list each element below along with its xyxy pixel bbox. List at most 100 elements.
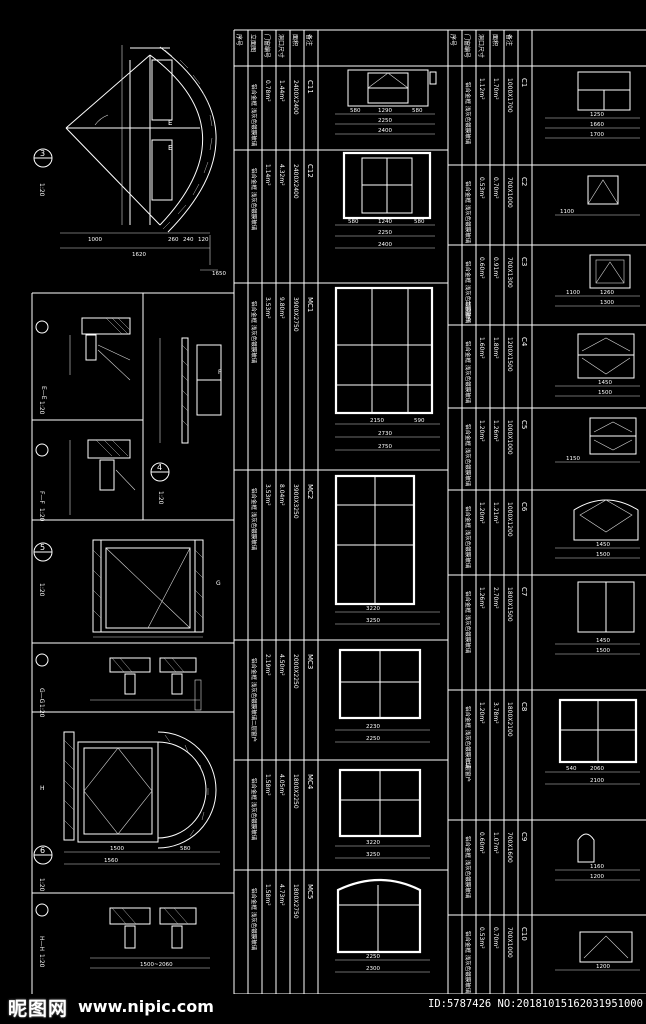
mc4-dim-0: 3220	[366, 840, 380, 846]
right-row-size-3: 1200X1500	[506, 337, 513, 372]
right-row-code-7: C8	[520, 702, 528, 711]
c11-dim-0: 580	[350, 108, 361, 114]
right-row-area2-0: 1.12m²	[478, 78, 485, 100]
c9-dim-1: 1200	[590, 874, 604, 880]
mc3-dim-0: 2230	[366, 724, 380, 730]
mid-row-size-0: 2400X2400	[292, 80, 299, 115]
mc1-dim-3: 2750	[378, 444, 392, 450]
right-row-code-3: C4	[520, 337, 528, 347]
dim-1650: 1650	[212, 271, 226, 277]
c7-dim-1: 1500	[596, 648, 610, 654]
c8-dim-0: 2060	[590, 766, 604, 772]
right-row-code-4: C5	[520, 420, 528, 429]
mid-row-note-2: 铝合金框 浅灰色镀膜玻璃	[250, 301, 258, 364]
detail-3-scale: 1:20	[38, 183, 45, 197]
detail-6-dim-1500: 1500	[110, 846, 124, 852]
elev-c9	[555, 833, 640, 881]
detail-6-arched-window: 1500 1560 580 H 6 1:20	[33, 731, 220, 892]
mc3-dim-1: 2250	[366, 736, 380, 742]
section-f-scale: 1:20	[38, 508, 45, 522]
right-row-area1-5: 1.21m²	[492, 502, 499, 524]
elev-mc5	[335, 878, 430, 973]
right-row-area1-6: 2.70m²	[492, 587, 499, 609]
elev-c1	[545, 71, 640, 139]
right-row-size-4: 1000X1000	[506, 420, 513, 455]
cad-sheet: 1000 1620 260 240 120 1650 E E 3 1:20 E—…	[31, 29, 646, 995]
mid-row-note-3: 铝合金框 浅灰色镀膜玻璃	[250, 488, 258, 551]
detail-6-mark: 6	[40, 846, 45, 855]
right-row-note-1: 铝合金框 浅灰色镀膜玻璃	[464, 181, 472, 244]
mid-row-area2-0: 0.78m²	[264, 80, 271, 102]
mid-row-note-6: 铝合金框 浅灰色镀膜玻璃	[250, 888, 258, 951]
mid-row-code-6: MC5	[306, 884, 314, 899]
c12-dim-4: 2400	[378, 242, 392, 248]
mc2-dim-0: 3220	[366, 606, 380, 612]
detail-5-window-elevation: G 5 1:20	[33, 539, 221, 638]
right-row-size-2: 700X1300	[506, 257, 513, 288]
right-row-area2-5: 1.20m²	[478, 502, 485, 524]
right-row-area1-1: 0.70m²	[492, 177, 499, 199]
detail-3-arc-window-plan: 1000 1620 260 240 120 1650 E E 3 1:20	[33, 45, 226, 277]
middle-header-row: 序号立面图门窗编号洞口尺寸面积备注	[235, 34, 313, 58]
right-row-area2-1: 0.53m²	[478, 177, 485, 199]
right-row-size-7: 1800X2100	[506, 702, 513, 737]
section-f-f: F—F 1:20	[35, 439, 136, 522]
watermark-brand: 昵图网	[8, 998, 69, 1020]
c11-dim-2: 580	[412, 108, 423, 114]
middle-schedule-table: 序号立面图门窗编号洞口尺寸面积备注 C112400X24001.44m²0.78…	[234, 29, 449, 995]
floor-note-1: 二层窗户	[464, 300, 472, 322]
section-g-g: G—G 1:20	[35, 653, 202, 718]
mid-row-note-1: 铝合金框 浅灰色镀膜玻璃	[250, 168, 258, 231]
c1-dim-1: 1660	[590, 122, 604, 128]
detail-4-scale: 1:20	[157, 491, 164, 505]
right-row-area2-4: 1.20m²	[478, 420, 485, 442]
mid-row-code-1: C12	[306, 164, 314, 178]
right-row-area2-3: 1.60m²	[478, 337, 485, 359]
mid-row-size-5: 1800X2250	[292, 774, 299, 809]
right-row-area1-2: 0.91m²	[492, 257, 499, 279]
mid-row-note-5: 铝合金框 浅灰色镀膜玻璃	[250, 778, 258, 841]
floor-note-0: 二层窗户	[250, 720, 258, 742]
section-g-scale: 1:20	[38, 704, 45, 718]
right-row-area2-2: 0.60m²	[478, 257, 485, 279]
mid-row-area2-5: 1.58m²	[264, 774, 271, 796]
section-h-dim: 1500~2060	[140, 962, 173, 968]
right-row-note-9: 铝合金框 浅灰色镀膜玻璃	[464, 931, 472, 994]
right-row-note-6: 铝合金框 浅灰色镀膜玻璃	[464, 591, 472, 654]
elev-c4	[555, 333, 640, 397]
c12-dim-2: 580	[414, 219, 425, 225]
mid-row-area2-6: 1.58m²	[264, 884, 271, 906]
mid-row-area2-4: 2.19m²	[264, 654, 271, 676]
c5-dim-0: 1150	[566, 456, 580, 462]
mid-header-3: 洞口尺寸	[277, 34, 285, 58]
elev-mc4	[335, 768, 430, 859]
right-row-code-1: C2	[520, 177, 528, 186]
dim-260: 260	[168, 237, 179, 243]
mid-row-area2-2: 3.53m²	[264, 297, 271, 319]
c1-dim-0: 1250	[590, 112, 604, 118]
image-id-line: ID:5787426 NO:20181015162031951000	[428, 998, 643, 1010]
c8-dim-1: 2100	[590, 778, 604, 784]
detail-6-label: H	[40, 785, 45, 792]
elev-c11	[335, 69, 437, 135]
elev-c2	[555, 175, 640, 216]
mid-header-0: 序号	[235, 34, 243, 46]
mc5-dim-0: 2250	[366, 954, 380, 960]
mid-row-code-2: MC1	[306, 297, 314, 312]
c3-dim-0: 1100	[566, 290, 580, 296]
detail-6-dim-580: 580	[180, 846, 191, 852]
right-row-size-6: 1800X1500	[506, 587, 513, 622]
mid-row-area1-3: 8.04m²	[278, 484, 285, 506]
right-row-area1-9: 0.70m²	[492, 927, 499, 949]
right-row-area1-4: 1.26m²	[492, 420, 499, 442]
detail-5-label: G	[216, 580, 221, 587]
mid-header-2: 门窗编号	[263, 34, 271, 58]
detail-4-label: F	[218, 369, 222, 376]
right-header-3: 面积	[491, 34, 499, 46]
elev-c12	[335, 151, 435, 249]
section-g-title: G—G	[38, 688, 45, 704]
right-row-note-3: 铝合金框 浅灰色镀膜玻璃	[464, 341, 472, 404]
floor-note-2: 二层窗户	[464, 760, 472, 782]
mid-row-area1-1: 4.32m²	[278, 164, 285, 186]
elev-c5	[555, 417, 640, 463]
